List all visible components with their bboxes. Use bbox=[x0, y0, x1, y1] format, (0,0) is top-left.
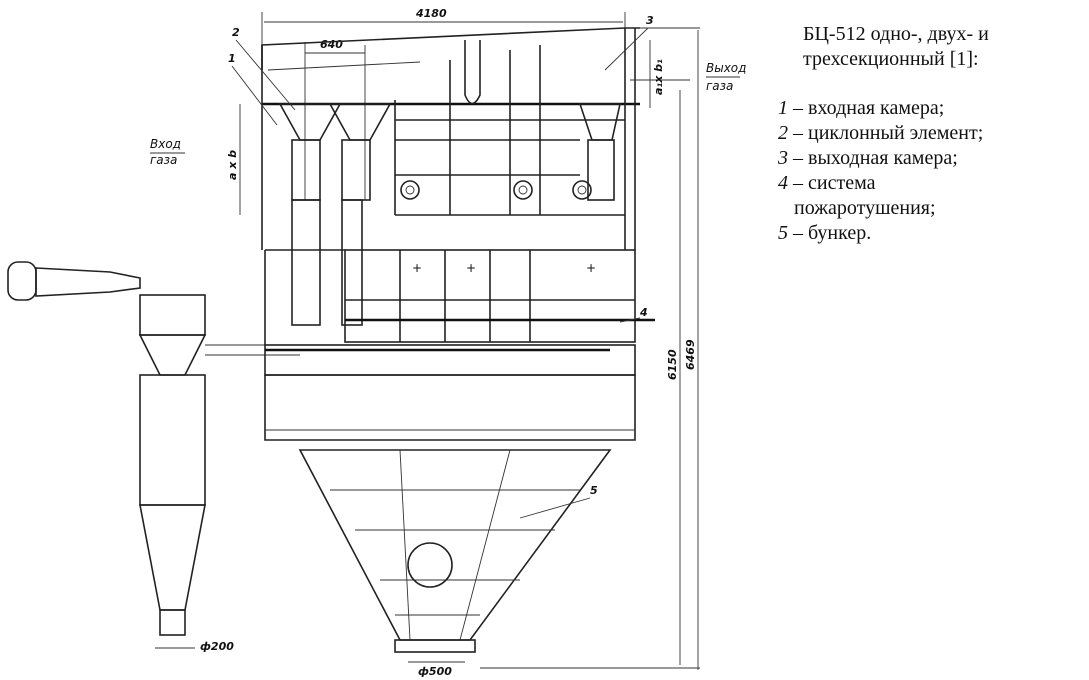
dimension-heights: 6150 6469 a₁x b₁ a x b bbox=[226, 27, 700, 670]
dim-outlet-section: a₁x b₁ bbox=[652, 59, 665, 95]
gas-inlet-label: Вход газа bbox=[150, 137, 185, 167]
callout-3: 3 bbox=[646, 14, 654, 27]
callouts: 1 2 3 4 5 bbox=[228, 14, 654, 519]
external-cyclone: ф200 bbox=[7, 261, 300, 653]
callout-2: 2 bbox=[232, 26, 240, 39]
svg-text:+: + bbox=[586, 261, 596, 275]
dimension-overall-width: 4180 bbox=[261, 7, 626, 60]
dim-outlet-500: ф500 bbox=[418, 665, 452, 678]
legend-item-3: 3 – выходная камера; bbox=[778, 147, 958, 169]
legend-item-1: 1 – входная камера; bbox=[778, 97, 945, 119]
svg-text:Выход: Выход bbox=[706, 61, 746, 75]
dim-6150: 6150 bbox=[666, 349, 679, 380]
dimension-cyclone-pitch: 640 bbox=[304, 38, 366, 200]
legend-item-4-cont: пожаротушения; bbox=[794, 197, 936, 219]
svg-text:газа: газа bbox=[150, 153, 177, 167]
dim-outlet-200: ф200 bbox=[200, 640, 234, 653]
legend-item-4: 4 – система bbox=[778, 172, 876, 194]
callout-4: 4 bbox=[639, 306, 648, 319]
legend-title-1: БЦ-512 одно-, двух- и bbox=[803, 23, 989, 45]
svg-text:+: + bbox=[466, 261, 476, 275]
inlet-and-cyclone-section bbox=[261, 27, 640, 326]
middle-section: + + + bbox=[264, 249, 655, 345]
gas-outlet-label: Выход газа bbox=[706, 61, 746, 93]
dim-inlet-section: a x b bbox=[226, 150, 239, 180]
callout-1: 1 bbox=[228, 52, 236, 65]
legend-item-5: 5 – бункер. bbox=[778, 222, 872, 244]
dim-6469: 6469 bbox=[684, 339, 697, 370]
dim-4180: 4180 bbox=[415, 7, 447, 20]
svg-text:+: + bbox=[412, 261, 422, 275]
legend-title-2: трехсекционный [1]: bbox=[803, 48, 979, 70]
svg-text:газа: газа bbox=[706, 79, 733, 93]
legend: БЦ-512 одно-, двух- и трехсекционный [1]… bbox=[778, 22, 989, 246]
hopper: ф500 bbox=[264, 344, 636, 678]
legend-item-2: 2 – циклонный элемент; bbox=[778, 122, 984, 144]
dim-640: 640 bbox=[320, 38, 343, 51]
callout-5: 5 bbox=[590, 484, 598, 497]
svg-text:Вход: Вход bbox=[150, 137, 181, 151]
